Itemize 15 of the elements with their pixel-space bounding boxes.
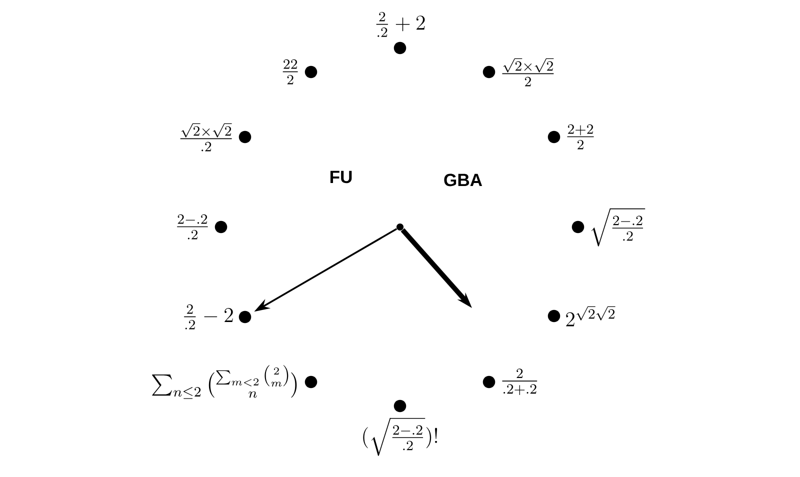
formula-label: $\frac{2}{.2+.2}$ — [502, 368, 538, 396]
formula-label: $\frac{\sqrt{2}\times\sqrt{2}}{2}$ — [502, 58, 554, 86]
formula-label: $(\sqrt{\frac{2-.2}{.2}})!$ — [363, 418, 438, 456]
formula-label: $2^{\sqrt{2}\sqrt{2}}$ — [566, 306, 616, 326]
formula-label: $\frac{2+2}{2}$ — [567, 124, 594, 150]
formula-label: $\frac{2}{.2}+2$ — [376, 12, 425, 37]
dot — [396, 223, 404, 230]
formula-label: $\frac{2}{.2}-2$ — [184, 304, 233, 330]
formula-label: $\frac{2-.2}{.2}$ — [177, 214, 208, 240]
formula-label: $\frac{22}{2}$ — [282, 59, 298, 84]
formula-label: $\sqrt{\frac{2-.2}{.2}}$ — [591, 208, 646, 246]
hand-label: FU — [330, 170, 352, 184]
formula-label: $\frac{\sqrt{2}\times\sqrt{2}}{.2}$ — [180, 123, 232, 152]
hand-label: GBA — [444, 174, 482, 186]
formula-label: $\sum_{n\leq 2}\binom{\sum_{m<2}\binom{2}{m}}{n}$ — [152, 365, 297, 399]
